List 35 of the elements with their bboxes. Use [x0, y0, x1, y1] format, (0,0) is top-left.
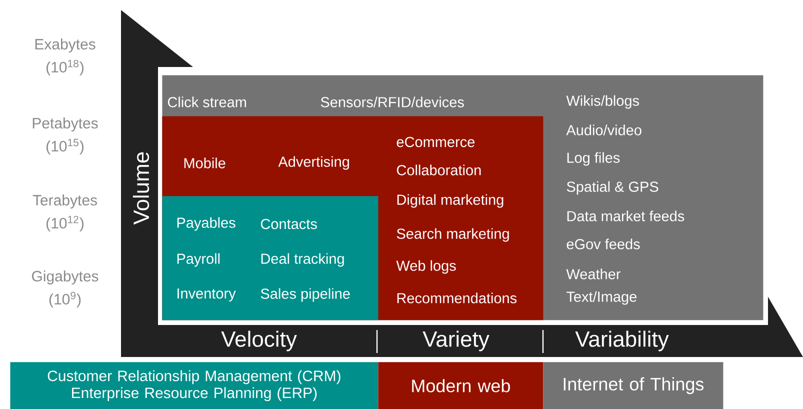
item-label: Text/Image: [566, 291, 636, 305]
item-label: Wikis/blogs: [566, 95, 639, 109]
category-box: Customer Relationship Management (CRM) Enterprise Resource Planning (ERP): [10, 362, 378, 409]
item-label: Web logs: [396, 260, 456, 274]
scale-label: Gigabytes (10$^{9}$): [32, 270, 98, 308]
item-label: Digital marketing: [397, 194, 504, 208]
item-label: eGov feeds: [566, 238, 640, 250]
category-box: Internet of Things: [543, 362, 724, 409]
axis-label: Volume: [132, 152, 150, 225]
item-label: Search marketing: [396, 228, 509, 242]
item-label: Audio/video: [566, 124, 642, 136]
item-label: Recommendations: [397, 292, 517, 304]
item-label: Payroll: [177, 253, 220, 267]
axis-label: Variety: [422, 330, 490, 352]
scale-label: Petabytes (10$^{15}$): [32, 118, 98, 154]
item-label: eCommerce: [396, 136, 474, 148]
item-label: Mobile: [184, 158, 226, 168]
item-label: Payables: [177, 217, 236, 231]
scale-label: Exabytes (10$^{18}$): [35, 38, 96, 76]
item-label: Contacts: [260, 218, 317, 230]
item-label: Sales pipeline: [260, 288, 350, 302]
axis-label: Variability: [575, 330, 669, 352]
item-label: Collaboration: [396, 164, 481, 176]
item-label: Sensors/RFID/devices: [320, 96, 464, 108]
axis-label: Velocity: [221, 330, 297, 352]
item-label: Deal tracking: [261, 253, 344, 267]
item-label: Log files: [567, 152, 620, 166]
item-label: Advertising: [278, 156, 349, 170]
item-label: Inventory: [178, 288, 236, 302]
item-label: Data market feeds: [567, 210, 684, 222]
item-label: Weather: [566, 268, 620, 280]
scale-label: Terabytes (10$^{12}$): [32, 194, 97, 232]
category-box: Modern web: [378, 362, 544, 409]
item-label: Click stream: [168, 96, 246, 108]
item-label: Spatial & GPS: [566, 181, 658, 195]
